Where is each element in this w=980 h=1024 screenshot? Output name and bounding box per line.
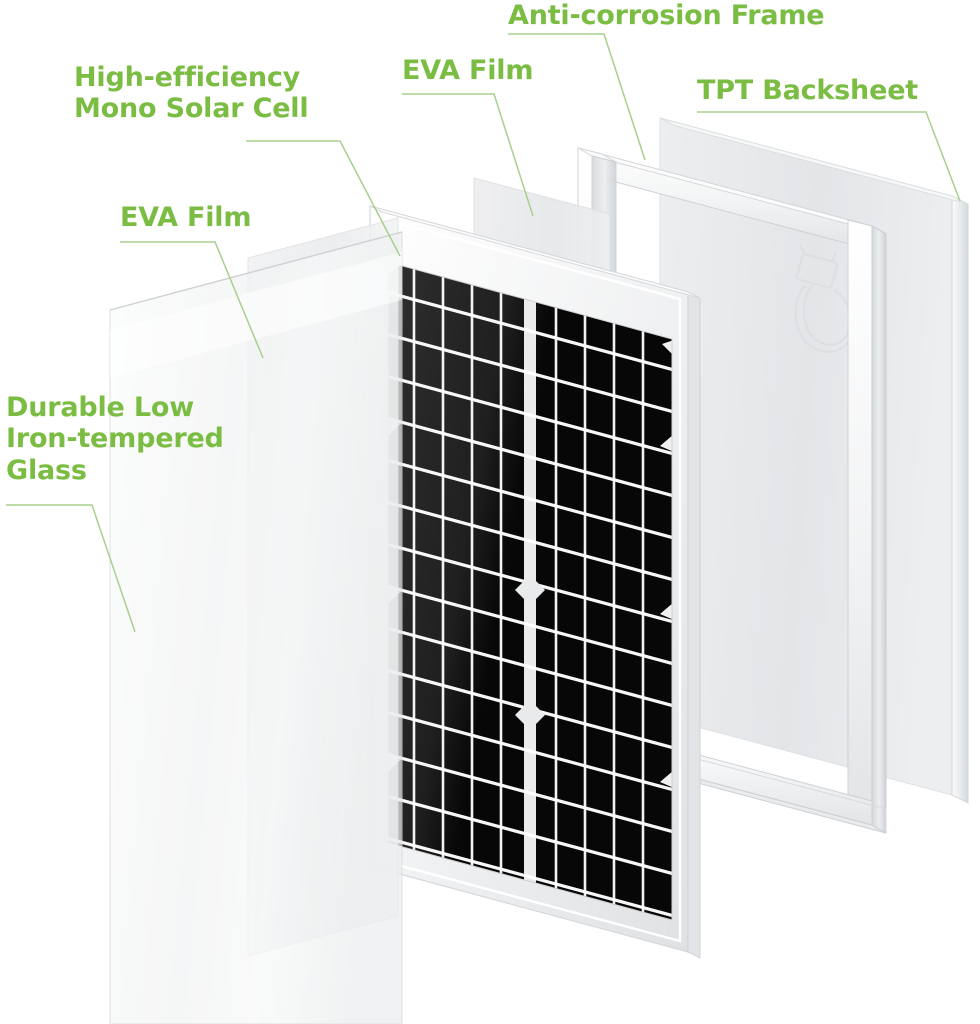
leader-line-icon — [697, 111, 961, 202]
label-durable-low-iron-tempered-glass: Durable Low Iron-tempered Glass — [6, 392, 224, 486]
leader-line-icon — [508, 33, 646, 161]
leader-line-icon — [402, 93, 534, 217]
layer-solar-cell-panel — [369, 205, 701, 959]
layer-tempered-glass — [109, 231, 403, 1024]
label-anti-corrosion-frame: Anti-corrosion Frame — [508, 0, 825, 31]
label-tpt-backsheet: TPT Backsheet — [697, 75, 919, 106]
label-eva-film-top: EVA Film — [402, 55, 534, 86]
leader-lines — [6, 33, 961, 633]
label-eva-film-left: EVA Film — [120, 202, 252, 233]
label-high-efficiency-mono-solar-cell: High-efficiency Mono Solar Cell — [74, 62, 309, 125]
mono-cell-array — [388, 262, 672, 920]
leader-line-icon — [6, 504, 136, 633]
leader-line-icon — [120, 241, 264, 359]
leader-line-icon — [246, 140, 401, 257]
